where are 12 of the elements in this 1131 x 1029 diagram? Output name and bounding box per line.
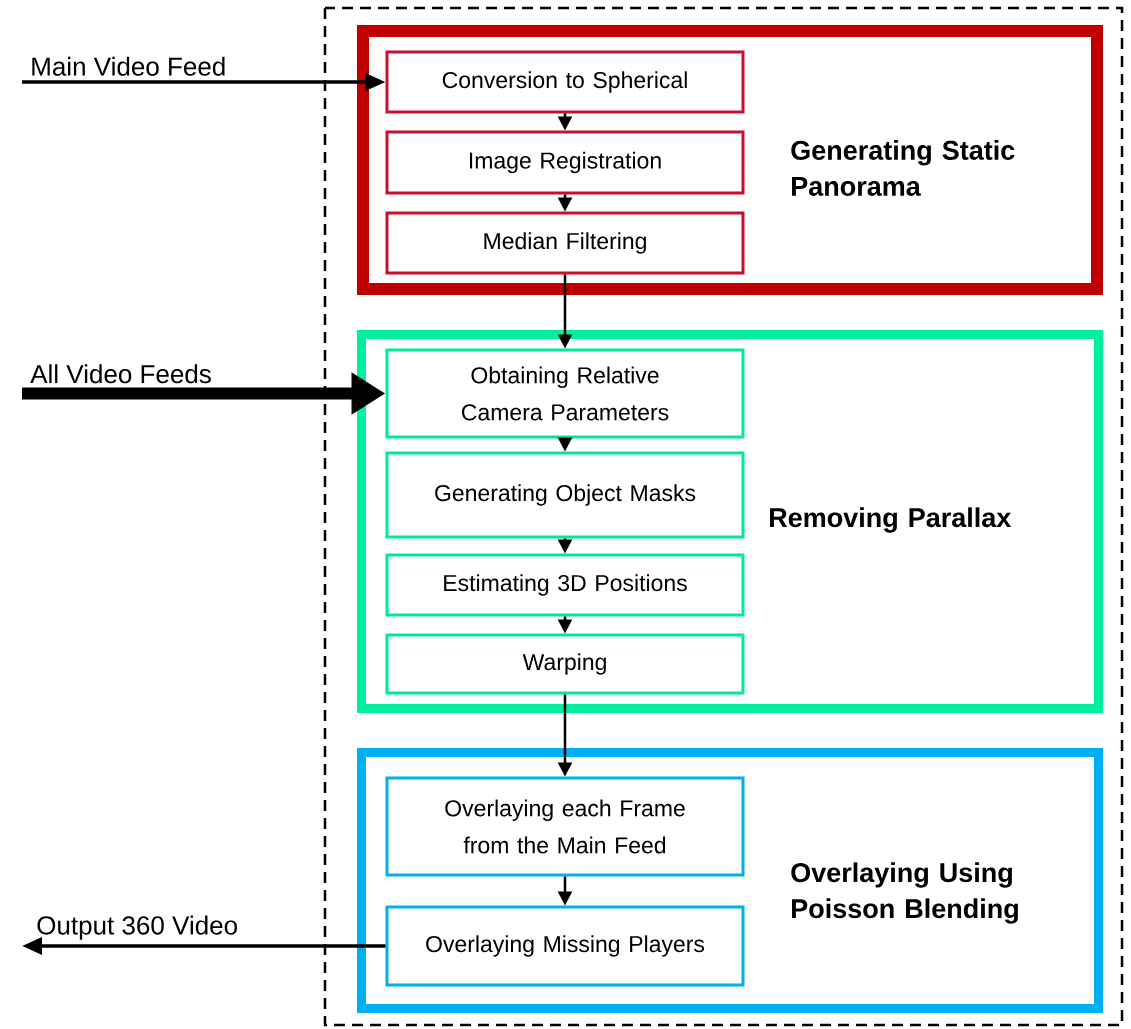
process-box: Generating Object Masks	[385, 451, 745, 539]
process-box: Overlaying Missing Players	[385, 905, 745, 987]
process-box: Warping	[385, 633, 745, 695]
edge-label: Output 360 Video	[37, 915, 237, 940]
edge-label: All Video Feeds	[30, 364, 211, 384]
process-box: Obtaining Relative Camera Parameters	[385, 348, 745, 439]
process-box: Estimating 3D Positions	[385, 553, 745, 617]
edge-label: Main Video Feed	[32, 56, 225, 76]
process-box: Overlaying each Frame from the Main Feed	[385, 776, 745, 877]
process-box: Image Registration	[385, 130, 745, 195]
process-box: Median Filtering	[385, 211, 745, 275]
process-box: Conversion to Spherical	[385, 50, 745, 114]
